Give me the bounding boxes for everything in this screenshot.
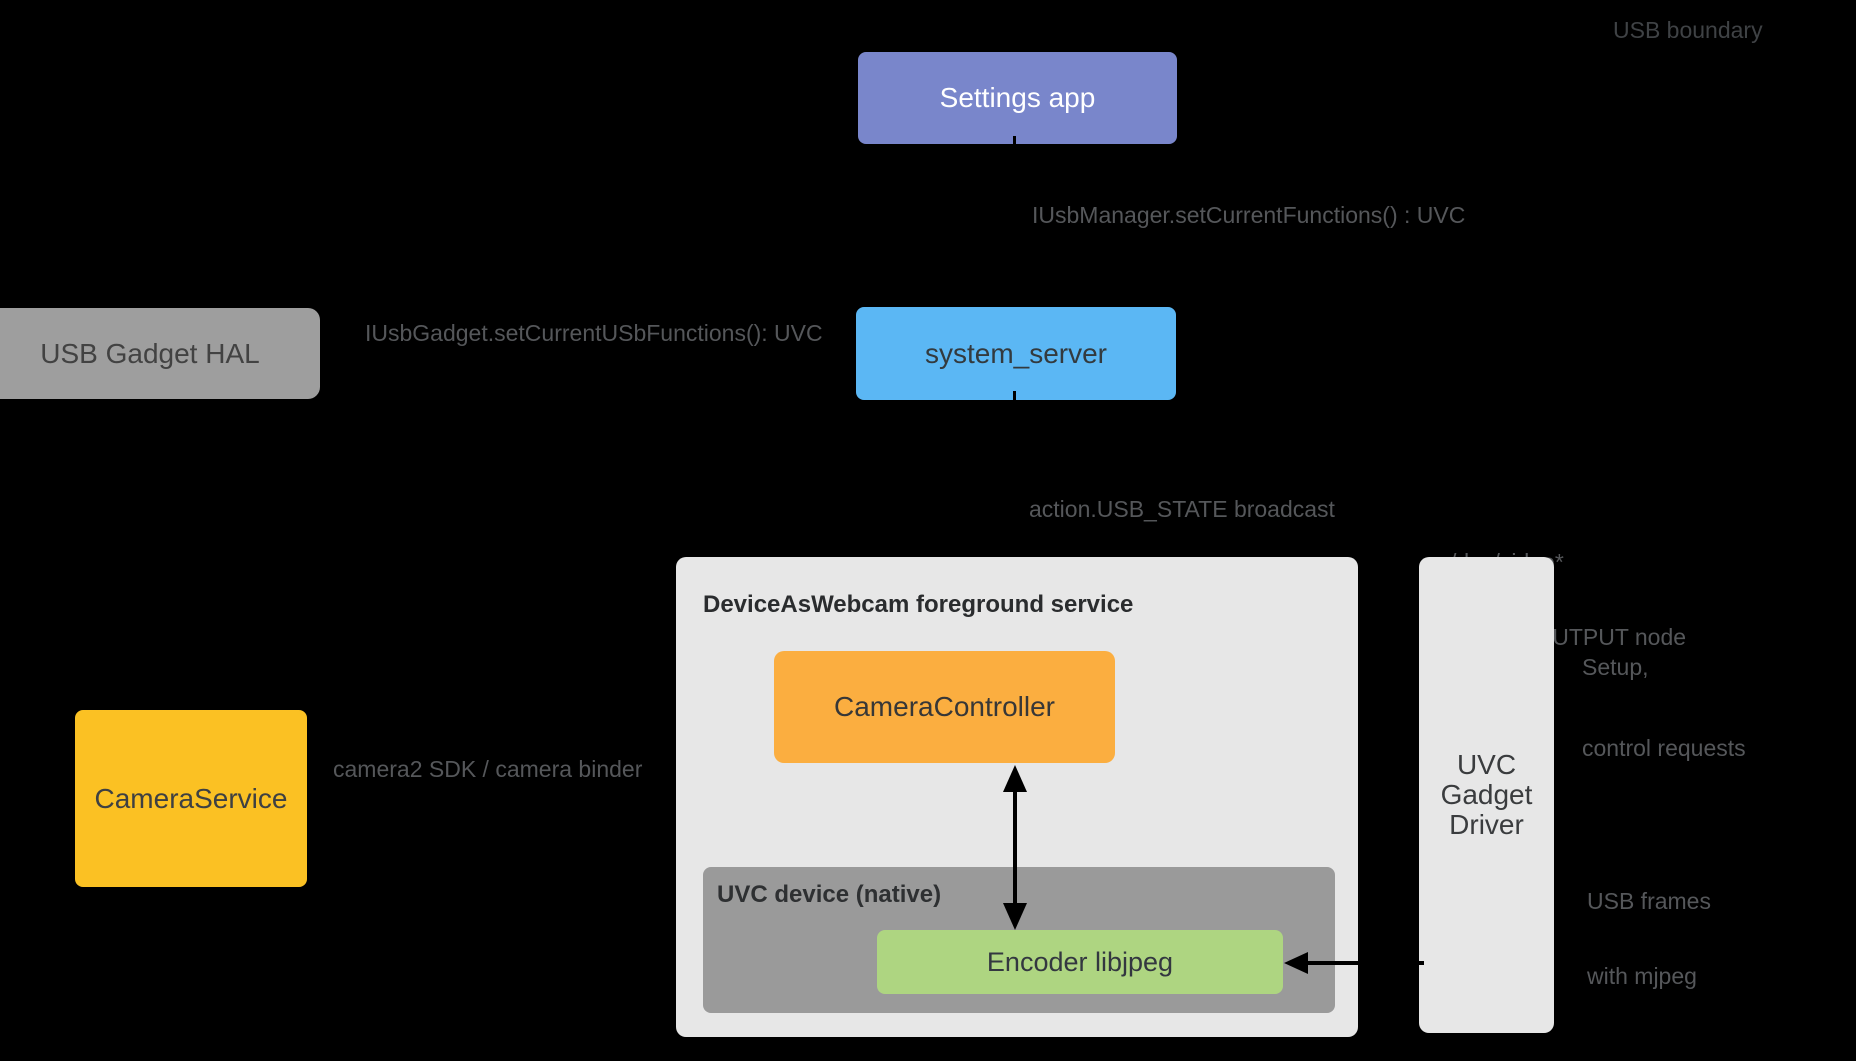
usb-gadget-hal-node: USB Gadget HAL [0,308,320,399]
camera-controller-node-label: CameraController [834,691,1055,722]
usb-boundary-label: USB boundary [1613,17,1763,43]
setup-control-requests-label: Setup, control requests [1582,600,1746,816]
encoder-libjpeg-node-label: Encoder libjpeg [986,946,1174,977]
iusbgadget-call-label: IUsbGadget.setCurrentUSbFunctions(): UVC [365,320,823,346]
camera-buffers-arrow [1013,777,1017,918]
uvc-gadget-driver-line1: UVC [1456,749,1517,780]
camera-controller-node: CameraController [774,651,1115,763]
camera-service-node-label: CameraService [94,782,288,814]
camera-buffers-arrowhead-down-icon [1003,903,1027,930]
settings-app-node-label: Settings app [939,82,1096,113]
usb-state-broadcast-line1: action.USB_STATE broadcast [1029,496,1335,522]
system-server-node-label: system_server [924,337,1108,369]
setup-line2: control requests [1582,735,1746,761]
camera2-sdk-label: camera2 SDK / camera binder [333,756,643,782]
setup-line1: Setup, [1582,654,1649,680]
usb-frames-line1: USB frames [1587,888,1711,914]
uvc-gadget-driver-node: UVC Gadget Driver [1419,557,1554,1033]
usb-frames-line2: with mjpeg [1587,963,1697,989]
usb-frames-label: USB frames with mjpeg [1587,839,1711,1039]
device-as-webcam-title: DeviceAsWebcam foreground service [703,591,1134,618]
uvc-gadget-driver-line3: Driver [1449,809,1524,840]
system-server-to-service-arrow [1013,391,1016,557]
camera-buffers-arrowhead-up-icon [1003,765,1027,792]
uvc-device-native-title: UVC device (native) [717,881,942,908]
settings-to-system-server-arrow [1013,136,1016,307]
iusbmanager-call-label: IUsbManager.setCurrentFunctions() : UVC [1032,202,1466,228]
gadget-driver-to-encoder-arrowhead-icon [1284,952,1308,974]
camera-service-node: CameraService [75,710,307,887]
system-server-node: system_server [856,307,1176,400]
uvc-gadget-driver-line2: Gadget [1440,779,1533,810]
settings-app-node: Settings app [858,52,1177,144]
encoder-libjpeg-node: Encoder libjpeg [877,930,1283,994]
gadget-driver-to-encoder-arrow [1306,961,1424,965]
usb-gadget-hal-node-label: USB Gadget HAL [40,337,260,369]
